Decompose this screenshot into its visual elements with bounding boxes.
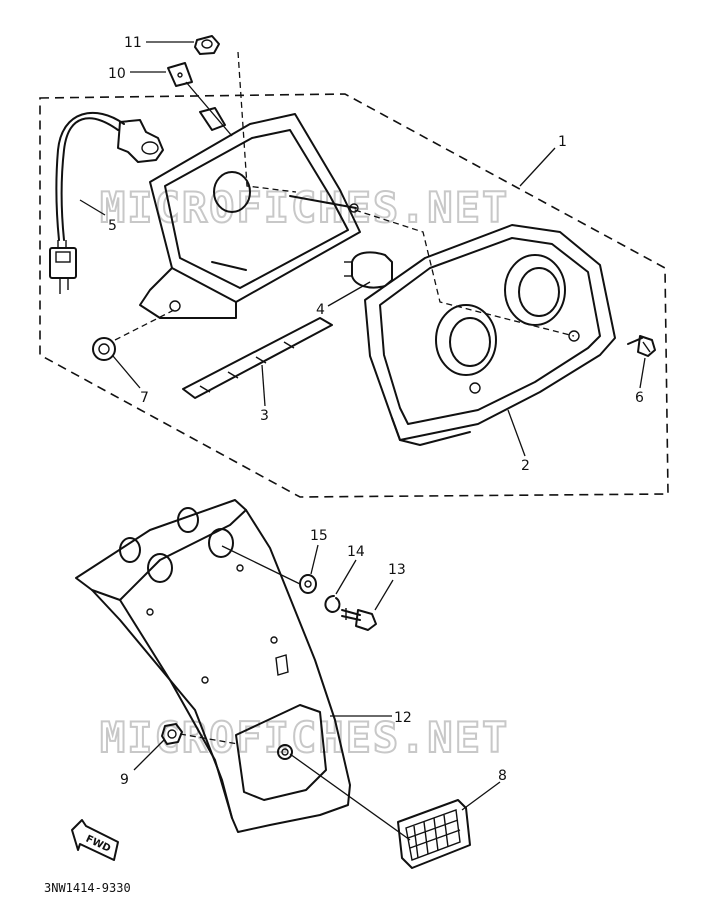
fwd-arrow-icon: FWD: [71, 819, 119, 861]
assembly-outline: [39, 93, 669, 498]
nut-part-9: [161, 723, 183, 745]
align-line-11: [237, 51, 297, 193]
callout-13: 13: [388, 562, 406, 578]
leader-5: [79, 199, 106, 216]
callout-3: 3: [260, 408, 269, 424]
callout-5: 5: [108, 218, 117, 234]
callout-6: 6: [635, 390, 644, 406]
leader-9: [133, 739, 165, 771]
spring-washer-part-14: [324, 595, 341, 613]
leader-14: [335, 559, 357, 595]
fender-part-12: [75, 499, 351, 833]
bulb-part-4: [344, 251, 393, 289]
callout-7: 7: [140, 390, 149, 406]
align-line-8: [289, 753, 411, 841]
callout-1: 1: [558, 134, 567, 150]
strip-part-3: [182, 317, 333, 399]
align-line-10: [185, 81, 233, 137]
callout-10: 10: [108, 66, 126, 82]
align-line-6: [354, 209, 575, 337]
callout-9: 9: [120, 772, 129, 788]
callout-11: 11: [124, 35, 142, 51]
leader-15: [310, 544, 319, 575]
watermark-top: MICROFICHES.NET: [100, 183, 509, 232]
callout-12: 12: [394, 710, 412, 726]
watermark-bottom: MICROFICHES.NET: [100, 713, 509, 762]
leader-7: [112, 355, 141, 389]
leader-3: [261, 364, 266, 407]
callout-14: 14: [347, 544, 365, 560]
screw-part-6: [627, 335, 656, 357]
align-line-15: [221, 545, 301, 585]
callout-15: 15: [310, 528, 328, 544]
clip-part-10: [167, 62, 193, 87]
bolt-part-13: [341, 608, 377, 631]
reflector-part-8: [397, 799, 471, 869]
socket-harness-part-5: [49, 111, 164, 294]
lens-part-2: [364, 224, 616, 446]
leader-4: [327, 281, 371, 307]
align-line-7: [114, 309, 175, 341]
grommet-part-7: [92, 337, 116, 361]
callout-8: 8: [498, 768, 507, 784]
leader-1: [519, 147, 556, 187]
diagram-code: 3NW1414-9330: [44, 881, 131, 895]
leader-6: [639, 357, 646, 389]
callout-4: 4: [316, 302, 325, 318]
callout-2: 2: [521, 458, 530, 474]
leader-2: [507, 409, 526, 457]
washer-part-15: [299, 574, 317, 594]
nut-part-11: [194, 35, 220, 55]
leader-8: [461, 781, 501, 811]
leader-13: [374, 579, 394, 611]
